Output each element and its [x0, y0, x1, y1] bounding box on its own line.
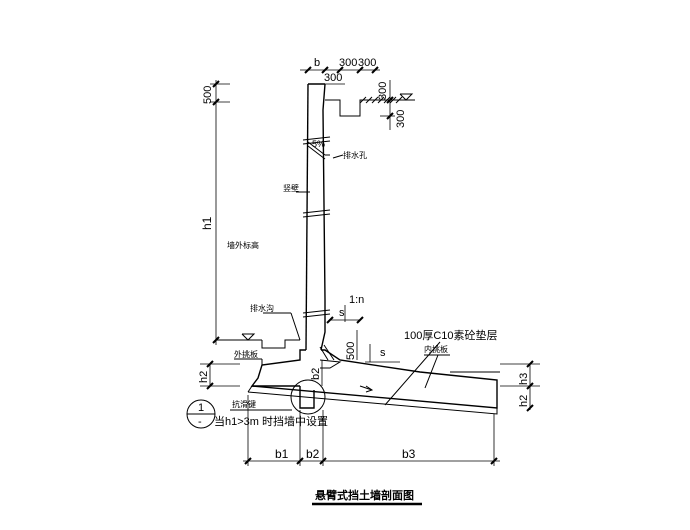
shear-key-detail: 抗滑键 当h1>3m 时挡墙中设置 1 -: [186, 379, 328, 429]
cushion-label: 100厚C10素砼垫层: [404, 328, 498, 342]
vertical-wall-label: 竖壁: [283, 183, 299, 193]
cushion-label-group: 100厚C10素砼垫层 内挑板: [384, 328, 498, 406]
drawing-title: 悬臂式挡土墙剖面图: [314, 488, 414, 502]
dim-h1: h1: [200, 216, 214, 230]
outer-ground-label: 墙外标高: [227, 240, 259, 250]
toe-slab: [250, 349, 306, 387]
dim-300a: 300: [339, 57, 357, 69]
shear-key-note: 当h1>3m 时挡墙中设置: [214, 414, 328, 428]
pct-label: 5%: [312, 139, 325, 149]
dim-h2-right: h2: [518, 395, 530, 407]
heel-upper-edge: [319, 359, 342, 369]
drawing-title-group: 悬臂式挡土墙剖面图: [312, 488, 422, 506]
wall-outline: [247, 83, 498, 415]
heel-slab: [251, 349, 498, 409]
shear-key-label: 抗滑键: [232, 399, 256, 409]
drain-ditch-label: 排水沟: [250, 303, 274, 313]
dim-b2-vert: b2: [310, 368, 322, 380]
dim-300c: 300: [324, 72, 342, 84]
right-dimensions: h3 h2: [450, 360, 540, 412]
dim-300-right: 300: [377, 82, 389, 100]
left-ground-and-ditch: 排水沟 外挑板: [216, 303, 301, 365]
inner-heel-label: 内挑板: [424, 344, 448, 354]
left-dimensions: 500 h1 墙外标高: [200, 80, 259, 345]
detail-number: 1: [198, 402, 204, 414]
break-marks: [302, 136, 331, 318]
dim-b3: b3: [402, 447, 416, 461]
dim-b2: b2: [306, 447, 320, 461]
dim-b-top: b: [314, 57, 320, 69]
toe-h2-dimension: h2: [198, 360, 240, 390]
outer-toe-label: 外挑板: [234, 349, 258, 359]
top-ditch: [325, 93, 415, 117]
cushion-left-edge: [247, 385, 253, 393]
dim-h2-left: h2: [198, 371, 210, 383]
stem-inner-face: [320, 83, 326, 351]
bottom-dimensions: b1 b2 b3: [243, 395, 500, 466]
stem-label-group: 竖壁: [283, 183, 310, 193]
top-right-dimensions: 300 300: [377, 80, 407, 130]
top-dimensions: b 300 300 300: [300, 57, 380, 85]
dim-300-right2: 300: [395, 110, 407, 128]
dim-s-top: s: [339, 307, 345, 319]
dim-s-right: s: [380, 347, 386, 359]
heel-dimensions: s 1:n 500 s b2: [310, 294, 400, 393]
detail-sub: -: [198, 416, 202, 428]
drain-hole-label: 排水孔: [343, 150, 367, 160]
dim-slope: 1:n: [349, 294, 364, 306]
drain-hole-pipe: 5% 排水孔: [307, 139, 367, 160]
dim-h3: h3: [518, 373, 530, 385]
dim-b1: b1: [275, 447, 289, 461]
dim-500-mid: 500: [345, 342, 357, 360]
dim-500-top: 500: [202, 86, 214, 104]
dim-300b: 300: [358, 57, 376, 69]
cushion-layer: [247, 391, 498, 415]
